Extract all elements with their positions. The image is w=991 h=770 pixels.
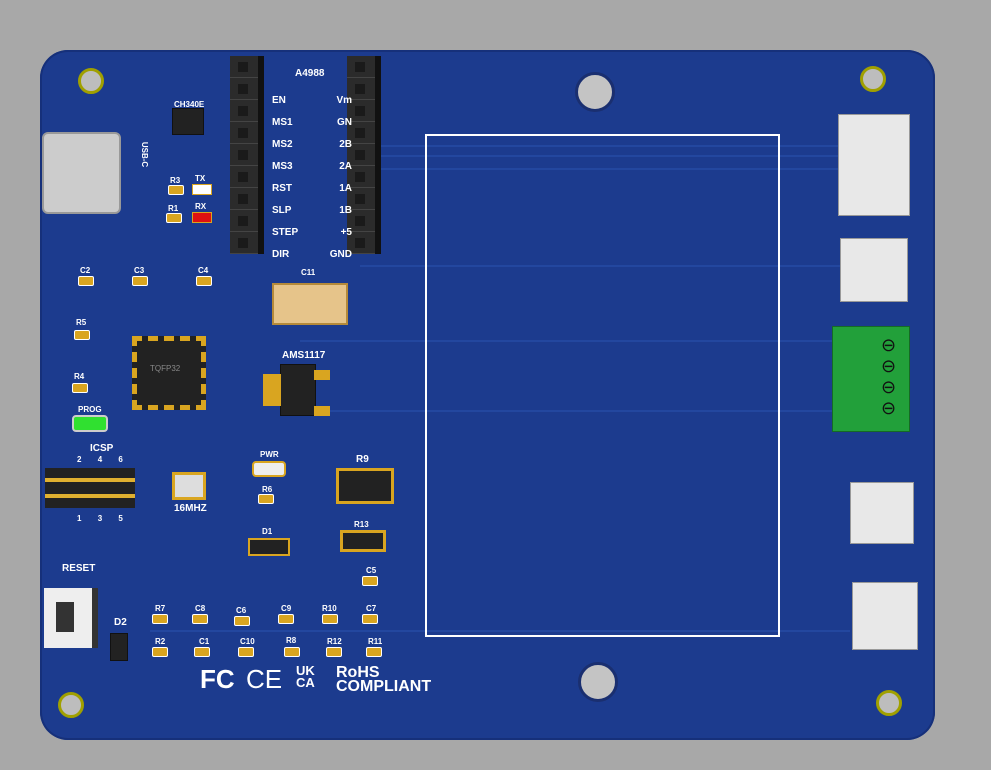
usb-label: USB-C (140, 141, 150, 168)
r12-label: R12 (327, 637, 342, 646)
c1-label: C1 (199, 637, 210, 646)
r13-label: R13 (354, 520, 369, 529)
mount-hole (78, 68, 104, 94)
reset-label: RESET (62, 563, 96, 574)
icsp-top-pins: 2 4 6 (77, 455, 123, 464)
crystal (172, 472, 206, 500)
rohs-mark: RoHS COMPLIANT (336, 664, 432, 695)
c9-label: C9 (281, 604, 292, 613)
rx-label: RX (195, 202, 207, 211)
screw-terminal[interactable]: ⊖⊖⊖⊖ (832, 326, 910, 432)
d2-label: D2 (114, 617, 127, 628)
mcu-chip (132, 336, 206, 410)
prog-led (72, 415, 108, 432)
r13-resistor (340, 530, 386, 552)
icsp-label: ICSP (90, 443, 114, 454)
ch340e-chip (172, 108, 204, 135)
pwr-label: PWR (260, 450, 279, 459)
reset-button[interactable] (44, 588, 98, 648)
r5-label: R5 (76, 318, 87, 327)
c4-label: C4 (198, 266, 209, 275)
header-right (347, 56, 381, 254)
crystal-label: 16MHZ (174, 503, 207, 514)
ukca-mark: UK CA (296, 663, 315, 690)
usb-c-connector[interactable] (42, 132, 121, 214)
r11-label: R11 (368, 637, 383, 646)
regulator-chip (280, 364, 316, 416)
mcu-label: TQFP32 (150, 364, 181, 373)
connector-3pin[interactable] (852, 582, 918, 650)
ch340e-label: CH340E (174, 100, 205, 109)
r9-resistor (336, 468, 394, 504)
mount-hole (58, 692, 84, 718)
connector-3pin[interactable] (840, 238, 908, 302)
rx-led (192, 212, 212, 223)
d2-transistor (110, 633, 128, 661)
c5-label: C5 (366, 566, 377, 575)
ce-mark: CE (246, 664, 283, 694)
icsp-header (45, 468, 135, 508)
c2-label: C2 (80, 266, 91, 275)
mount-hole (575, 72, 615, 112)
r6-label: R6 (262, 485, 273, 494)
c10-label: C10 (240, 637, 255, 646)
mount-hole (860, 66, 886, 92)
r10-label: R10 (322, 604, 337, 613)
tx-led (192, 184, 212, 195)
regulator-label: AMS1117 (282, 350, 326, 361)
c6-label: C6 (236, 606, 247, 615)
mount-hole (578, 662, 618, 702)
r1-label: R1 (168, 204, 179, 213)
r9-label: R9 (356, 454, 369, 465)
r7-label: R7 (155, 604, 166, 613)
icsp-bottom-pins: 1 3 5 (77, 514, 123, 523)
r2-label: R2 (155, 637, 166, 646)
c11-label: C11 (301, 268, 316, 277)
c3-label: C3 (134, 266, 145, 275)
mount-hole (876, 690, 902, 716)
pwr-led (252, 461, 286, 477)
fcc-mark: FC (200, 664, 235, 694)
c7-label: C7 (366, 604, 377, 613)
r8-label: R8 (286, 636, 297, 645)
d1-diode (248, 538, 290, 556)
d1-label: D1 (262, 527, 273, 536)
header-left (230, 56, 264, 254)
driver-label: A4988 (295, 68, 325, 79)
prog-label: PROG (78, 405, 102, 414)
display-outline (425, 134, 780, 637)
r4-label: R4 (74, 372, 85, 381)
r3-label: R3 (170, 176, 181, 185)
c8-label: C8 (195, 604, 206, 613)
c11-capacitor (272, 283, 348, 325)
connector-3pin[interactable] (850, 482, 914, 544)
connector-4pin[interactable] (838, 114, 910, 216)
tx-label: TX (195, 174, 206, 183)
